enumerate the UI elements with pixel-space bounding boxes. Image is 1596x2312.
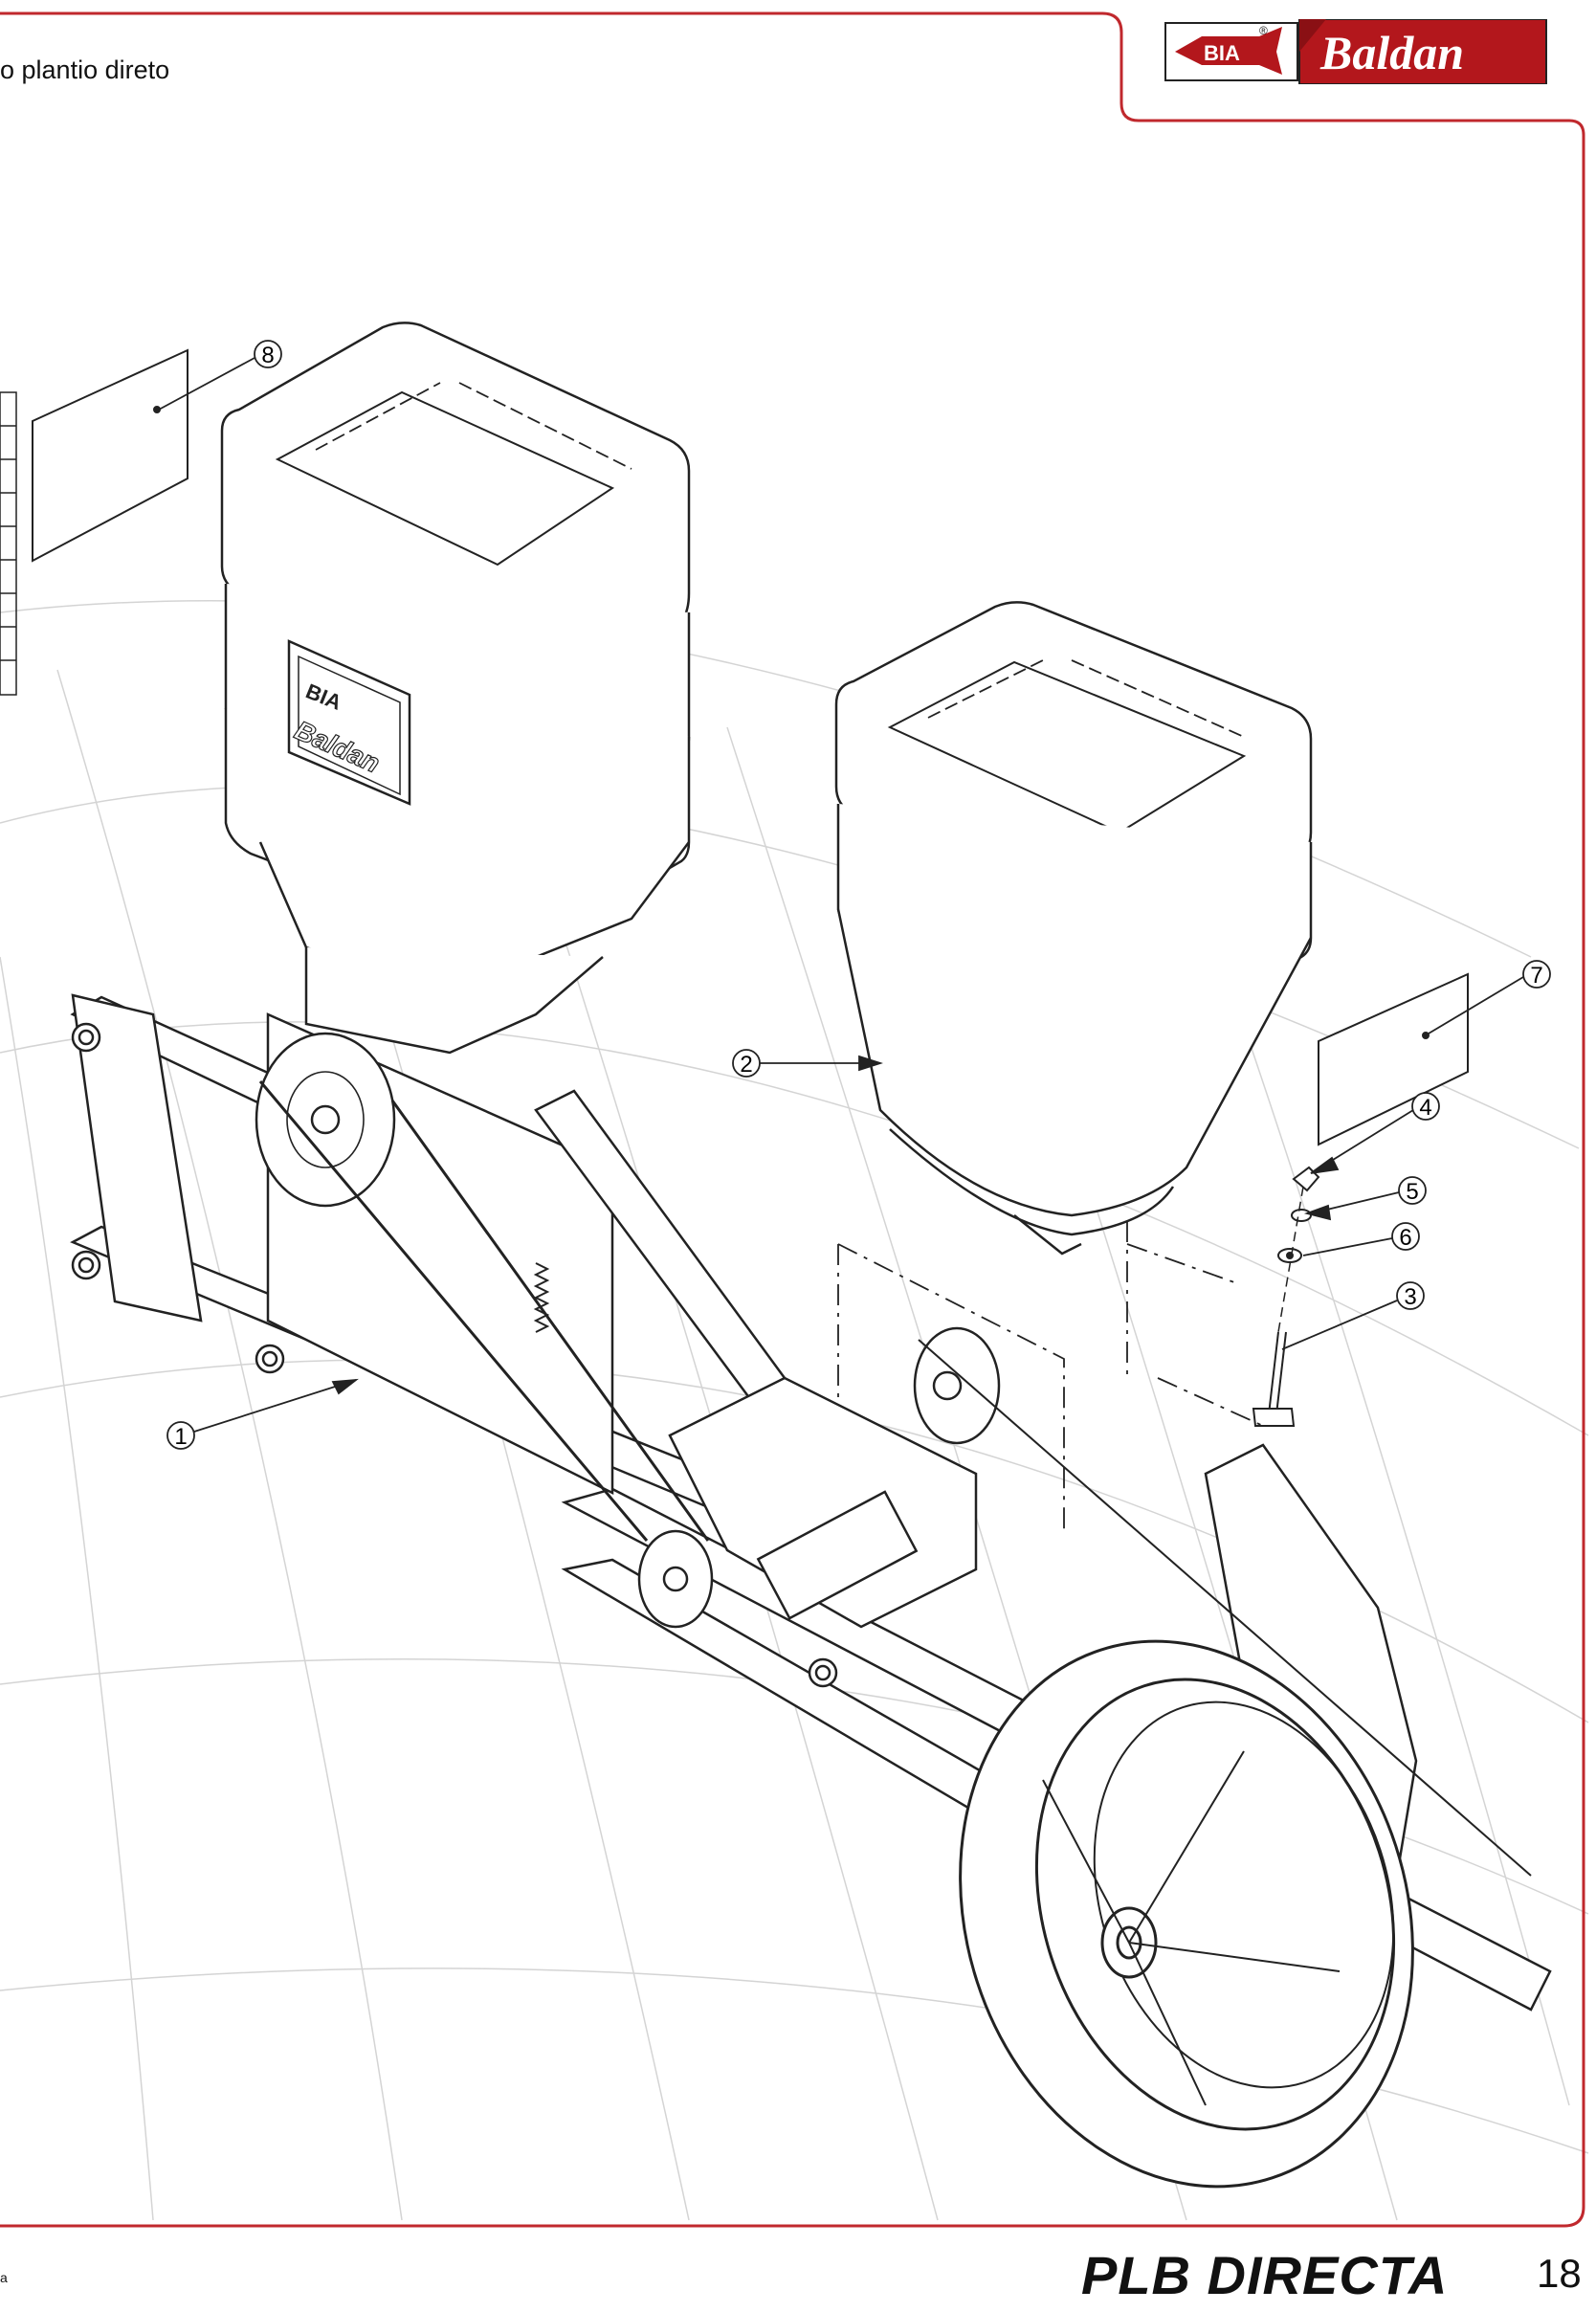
- left-hopper: [220, 322, 691, 1055]
- callout-6: 6: [1391, 1222, 1420, 1251]
- callout-2: 2: [732, 1049, 761, 1078]
- logo-mark-text: BIA: [1204, 41, 1240, 65]
- logo-registered: ®: [1259, 24, 1268, 37]
- callout-6-number: 6: [1399, 1225, 1411, 1251]
- parts-table-fragment: [0, 391, 17, 696]
- logo-brand-text: Baldan: [1319, 26, 1464, 79]
- callout-7-number: 7: [1530, 963, 1542, 989]
- callout-3: 3: [1396, 1281, 1425, 1310]
- footer-page-number: 18: [1537, 2251, 1582, 2296]
- callout-1: 1: [166, 1421, 195, 1450]
- callout-3-number: 3: [1404, 1284, 1416, 1310]
- decal-card-7: [1318, 972, 1469, 1146]
- drive-sprockets-chain: [255, 1032, 1532, 1877]
- decal-card-8: [32, 348, 188, 563]
- baldan-logo: BIA ® Baldan: [1164, 19, 1547, 84]
- callout-8: 8: [254, 340, 282, 368]
- callout-5-number: 5: [1406, 1179, 1418, 1205]
- callout-4-number: 4: [1419, 1095, 1431, 1121]
- press-wheel: [959, 1639, 1414, 2189]
- callout-4: 4: [1411, 1092, 1440, 1121]
- callout-8-number: 8: [261, 343, 274, 368]
- callout-1-number: 1: [174, 1424, 187, 1450]
- callout-7: 7: [1522, 960, 1551, 989]
- header-subtitle: o plantio direto: [0, 56, 170, 84]
- page-frame: [0, 11, 1585, 2228]
- fish-mark-icon: [1175, 27, 1282, 75]
- callout-2-number: 2: [740, 1052, 752, 1078]
- callout-leaders: [158, 357, 1524, 1433]
- footer-edge-mark: a: [0, 2270, 8, 2285]
- right-hopper: [834, 601, 1313, 1256]
- callout-5: 5: [1398, 1176, 1427, 1205]
- hardware-stack: [1252, 1166, 1320, 1427]
- footer-model-title: PLB DIRECTA: [1081, 2245, 1449, 2305]
